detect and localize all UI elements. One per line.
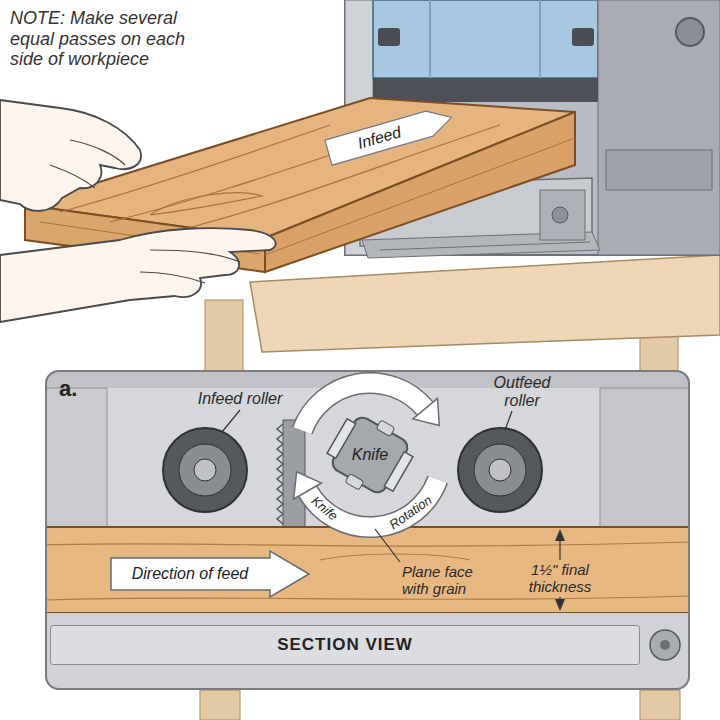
section-band: SECTION VIEW [50,625,640,665]
inset-panel: a. KnifeSECTION VIEW Direction of feed [45,370,690,690]
side-panel [606,150,712,190]
stand-leg [640,690,680,720]
stand-leg [200,690,240,720]
section-title: SECTION VIEW [277,635,413,655]
inset-letter: a. [59,376,77,401]
roller-hub [179,444,231,496]
cover-rib [429,0,431,78]
outfeed-roller [458,428,542,512]
cover-latch [378,28,400,46]
table-rib [380,242,590,250]
roller-axle [489,459,511,481]
wood-grain [45,542,690,546]
cutterhead-notch [345,474,364,491]
dimension-label: 1½" final thickness [513,560,608,597]
finger-line [70,140,125,165]
cutterhead-label: Knife [352,446,388,464]
arrow-label: Knife [308,494,340,524]
leader-line [505,411,512,430]
bed-roller-axle [660,640,670,650]
wood-grain [45,596,690,600]
cutterhead: Knife [320,405,420,505]
planer-side [598,0,720,255]
dimension-arrowhead [555,529,565,541]
dimension-arrowhead [555,599,565,611]
workpiece [45,527,690,613]
leader-line [222,410,240,432]
stand-top [250,255,720,352]
cutterhead-body [329,414,411,496]
bed-bracket [540,190,585,240]
stand-leg [205,300,243,380]
feed-label: Direction of feed [132,565,249,583]
knife-blade [327,419,356,459]
bed-bolt [552,207,568,223]
part-label: Infeed roller [198,390,283,408]
note-label: Plane face with grain [402,563,502,598]
roller-hub [474,444,526,496]
wood-knot [150,193,262,215]
right-hand [0,228,276,322]
planer-bed [45,613,690,690]
casting-frame [600,388,690,527]
roller-axle [194,459,216,481]
bed-roller [650,630,680,660]
cutterhead-notch [376,420,395,437]
note-text: NOTE: Make several equal passes on each … [10,8,205,70]
chip-breaker-teeth [277,424,283,524]
finger-line [150,250,240,262]
wood-grain [265,138,575,255]
part-label: Outfeed roller [482,374,562,411]
cover-latch [572,28,594,46]
planer-mouth [373,78,598,102]
leader-line [375,529,400,562]
cover-rib [539,0,541,78]
arrow-label: Rotation [387,493,435,533]
infeed-tag: Infeed [323,103,456,168]
feed-arrow: Direction of feed [110,550,310,598]
machine-casting [45,370,690,527]
knife-blade [384,452,413,492]
finger-line [140,272,205,283]
left-hand [0,100,141,211]
crank-knob [676,18,704,46]
infeed-roller [163,428,247,512]
planer-cover [373,0,598,78]
finger-line [50,165,95,188]
casting-frame [45,388,107,527]
rotation-arrowhead [413,398,439,425]
inset-fill [45,370,690,690]
tag-arrow-shape [325,105,455,165]
feed-arrow-shape [111,551,309,597]
